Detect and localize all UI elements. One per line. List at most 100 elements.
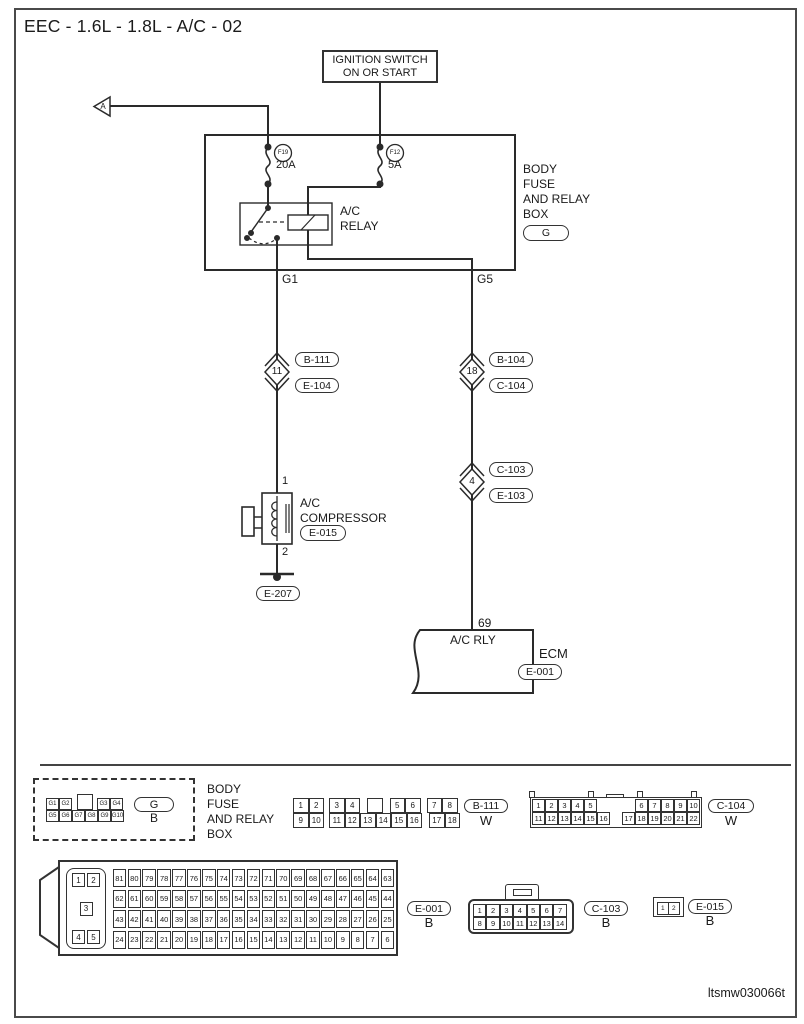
pin-cell: 18 bbox=[635, 812, 648, 825]
pin-cell: 2 bbox=[545, 799, 558, 812]
pin-cell: G4 bbox=[110, 798, 123, 810]
pin-cell: 15 bbox=[584, 812, 597, 825]
pin-cell: 18 bbox=[202, 930, 216, 949]
pin-cell: 78 bbox=[157, 869, 171, 887]
ground-connector-oval: E-207 bbox=[256, 586, 300, 601]
fuse-f12-rating: 5A bbox=[388, 159, 402, 171]
pin-cell: 1 bbox=[658, 903, 669, 914]
pin-cell: G2 bbox=[59, 798, 72, 810]
pin-cell: 3 bbox=[558, 799, 571, 812]
b111-color-code: W bbox=[479, 813, 493, 828]
e001-color-code: B bbox=[424, 915, 434, 930]
pin-cell: 19 bbox=[648, 812, 661, 825]
pin-cell: G3 bbox=[97, 798, 110, 810]
pin-cell: 11 bbox=[306, 930, 320, 949]
gbox-label: BODY FUSE AND RELAY BOX bbox=[207, 782, 275, 841]
pin-cell: 75 bbox=[202, 869, 216, 887]
pin-cell: 22 bbox=[142, 930, 156, 949]
pin-cell: 12 bbox=[545, 812, 558, 825]
pin-cell: 11 bbox=[329, 813, 345, 828]
pin-cell: G9 bbox=[98, 810, 111, 822]
pin-cell: 63 bbox=[380, 869, 395, 887]
pin-cell: 35 bbox=[231, 910, 246, 928]
pin-cell: 12 bbox=[291, 930, 305, 949]
pin-cell: 61 bbox=[127, 889, 142, 908]
pin-cell: 48 bbox=[321, 889, 335, 908]
compressor-label: A/C COMPRESSOR bbox=[300, 496, 387, 525]
pin-cell: 45 bbox=[365, 889, 380, 908]
page-title: EEC - 1.6L - 1.8L - A/C - 02 bbox=[24, 16, 243, 36]
pin-cell: 37 bbox=[202, 910, 216, 928]
gbox-name-oval: G bbox=[134, 797, 174, 812]
pin-cell: 56 bbox=[202, 889, 216, 908]
pin-cell: 74 bbox=[216, 869, 231, 887]
page-border bbox=[14, 8, 797, 1018]
pin-cell: 8 bbox=[473, 917, 487, 930]
pin-cell: 8 bbox=[661, 799, 674, 812]
pin-cell: 11 bbox=[513, 917, 527, 930]
pin-cell: 10 bbox=[499, 917, 514, 930]
pin-cell: 2 bbox=[308, 798, 324, 813]
pin-cell: 9 bbox=[674, 799, 687, 812]
e001-name-oval: E-001 bbox=[407, 901, 451, 916]
pin-cell: 5 bbox=[526, 904, 540, 917]
pin-cell: 13 bbox=[360, 813, 376, 828]
pin-cell: 13 bbox=[276, 930, 290, 949]
pin-cell: 4 bbox=[344, 798, 360, 813]
pin-cell: 79 bbox=[142, 869, 156, 887]
pin-cell: 10 bbox=[321, 930, 335, 949]
ecm-signal-label: A/C RLY bbox=[450, 633, 496, 647]
c104-name-oval: C-104 bbox=[708, 799, 754, 813]
pin-cell: 14 bbox=[375, 813, 391, 828]
compressor-connector-oval: E-015 bbox=[300, 525, 346, 541]
pin-cell: 6 bbox=[539, 904, 554, 917]
splice-4-bottom-connector: E-103 bbox=[489, 488, 533, 503]
pin-cell: 6 bbox=[635, 799, 648, 812]
pin-cell: 43 bbox=[112, 910, 127, 928]
pin-cell: 9 bbox=[293, 813, 309, 828]
pin-cell: 24 bbox=[112, 930, 127, 949]
pin-cell: 39 bbox=[172, 910, 186, 928]
pin-cell: G10 bbox=[111, 810, 124, 822]
pin-cell: 10 bbox=[687, 799, 700, 812]
pin-cell: 64 bbox=[365, 869, 380, 887]
ground-symbol bbox=[260, 544, 294, 581]
c104-tab bbox=[529, 791, 535, 798]
pin-cell: 5 bbox=[389, 798, 405, 813]
splice-4-top-connector: C-103 bbox=[489, 462, 533, 477]
pin-cell: 71 bbox=[261, 869, 276, 887]
pin-cell: 12 bbox=[344, 813, 360, 828]
pin-cell: 6 bbox=[380, 930, 395, 949]
pin-cell: 7 bbox=[426, 798, 442, 813]
fuse-f12-id: F12 bbox=[389, 150, 401, 156]
splice-4-number: 4 bbox=[469, 476, 475, 487]
pin-cell: 28 bbox=[336, 910, 350, 928]
pin-cell: 30 bbox=[306, 910, 320, 928]
pin-cell: 33 bbox=[261, 910, 276, 928]
pin-cell: 34 bbox=[246, 910, 261, 928]
pin-cell: 14 bbox=[553, 917, 567, 930]
body-fuse-box-label: BODY FUSE AND RELAY BOX bbox=[523, 162, 591, 221]
ecm-pin-69: 69 bbox=[478, 616, 492, 630]
pin-cell: 8 bbox=[350, 930, 365, 949]
splice-18-bottom-connector: C-104 bbox=[489, 378, 533, 393]
pin-cell: 80 bbox=[127, 869, 142, 887]
pin-cell: 50 bbox=[291, 889, 305, 908]
pin-cell: 2 bbox=[486, 904, 500, 917]
pin-cell: 60 bbox=[142, 889, 156, 908]
pin-cell: 70 bbox=[276, 869, 290, 887]
pin-cell: 65 bbox=[350, 869, 365, 887]
